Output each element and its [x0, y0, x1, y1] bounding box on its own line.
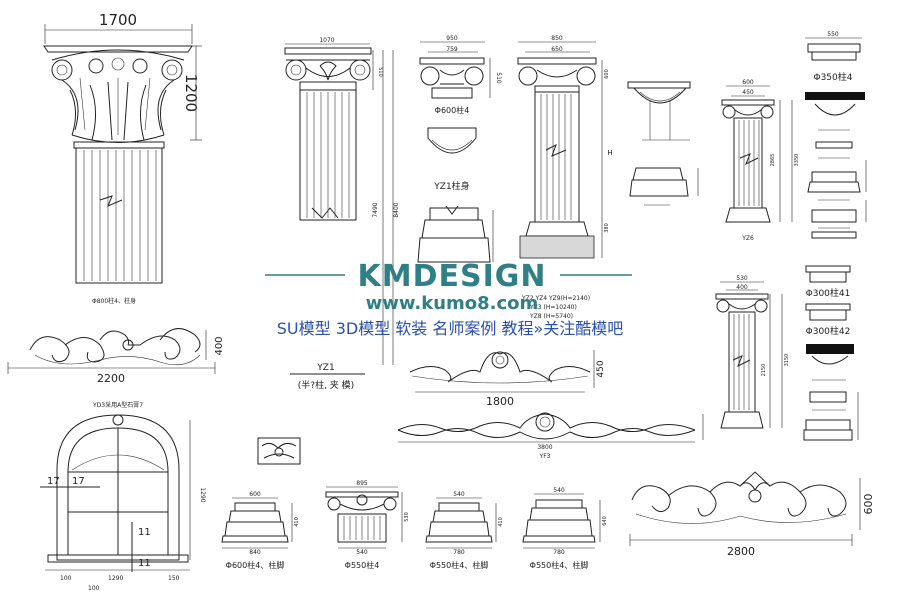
yz6-dim-450: 450 — [742, 89, 754, 96]
window-dim-11a: 11 — [138, 527, 151, 538]
window-dim-11b: 11 — [138, 558, 151, 569]
ionic-main-sublabel: (半?柱, 夹 模) — [298, 379, 354, 391]
corinthian-height-dim: 1200 — [182, 74, 200, 112]
cap600-dim-side: 510 — [495, 72, 502, 84]
ionic-column-main: 1070 510 7490 8400 YZ1 (半?柱, 夹 模) — [284, 37, 400, 391]
corinthian-column: 1700 1200 Φ800柱4、柱身 — [43, 11, 202, 305]
scroll-small-height-dim: 400 — [214, 336, 225, 355]
caps-300: Φ300柱41 Φ300柱42 — [803, 265, 859, 441]
scroll-small-width-dim: 2200 — [97, 372, 125, 385]
base2-label: Φ550柱4 — [345, 560, 380, 570]
column-right-lower: 530 400 2150 3150 — [715, 275, 790, 429]
scroll-large-width-dim: 2800 — [727, 545, 755, 558]
window-label: YD3采用A型石膏7 — [92, 401, 143, 409]
right-lower-dim-2150: 2150 — [761, 364, 767, 377]
cap600-label-2: YZ1柱身 — [433, 180, 469, 192]
base1-label: Φ600柱4、柱脚 — [226, 560, 285, 570]
caps-label-2: Φ300柱42 — [806, 325, 851, 337]
window-dim-b4: 100 — [88, 585, 100, 592]
frieze-width-dim: 3800 — [537, 444, 552, 451]
base2-top-dim: 895 — [356, 480, 368, 487]
window-dim-b1: 100 — [60, 575, 72, 582]
base-2: 895 530 540 Φ550柱4 — [325, 480, 410, 570]
cornice-details — [627, 81, 699, 206]
base3-side-dim: 410 — [498, 517, 504, 527]
right-top-label: Φ350柱4 — [814, 71, 853, 83]
base3-bottom-dim: 780 — [453, 549, 465, 556]
ionic-main-dim-510: 510 — [377, 67, 383, 77]
base-4: 540 640 780 Φ550柱4、柱脚 — [522, 487, 608, 570]
base-3: 540 410 780 Φ550柱4、柱脚 — [425, 491, 504, 570]
corinthian-label: Φ800柱4、柱身 — [92, 297, 136, 305]
base4-top-dim: 540 — [553, 487, 565, 494]
base4-bottom-dim: 780 — [553, 549, 565, 556]
yz6-dim-600: 600 — [742, 79, 754, 86]
watermark-url: www.kumo8.com — [366, 293, 539, 314]
yz2-dim-380: 380 — [604, 223, 610, 233]
ionic-main-width-dim: 1070 — [319, 37, 334, 44]
base1-top-dim: 600 — [249, 491, 261, 498]
frieze-label: YF3 — [539, 453, 551, 460]
yz6-dim-2865: 2865 — [770, 154, 776, 167]
scroll-ornament-large: 2800 600 — [629, 471, 875, 558]
yz2-dim-850: 850 — [551, 35, 563, 42]
scroll-mid-height-dim: 450 — [596, 360, 606, 377]
base1-bottom-dim: 840 — [249, 549, 261, 556]
scroll-ornament-mid: 1800 450 — [409, 350, 606, 408]
scroll-ornament-small: 400 2200 — [7, 328, 225, 385]
ionic-main-dim-7490: 7490 — [372, 202, 379, 217]
window-side-dim: 1290 — [199, 487, 206, 502]
yz6-dim-3350: 3350 — [794, 154, 800, 167]
window-dim-17b: 17 — [72, 476, 85, 487]
base2-bottom-dim: 540 — [356, 549, 368, 556]
yz6-label: YZ6 — [741, 235, 754, 242]
base2-side-dim: 530 — [404, 512, 410, 522]
yz2-label-1: YZ2 YZ4 YZ9(H=2140) — [521, 295, 590, 302]
cap600-label: Φ600柱4 — [435, 105, 470, 115]
watermark-slogan: SU模型 3D模型 软装 名师案例 教程»关注酷模吧 — [277, 319, 624, 338]
ionic-column-yz2: 850 650 600 H 380 YZ2 YZ4 YZ9(H=2140) YZ… — [517, 35, 613, 320]
right-lower-dim-400: 400 — [736, 284, 748, 291]
cap600-dim-950: 950 — [446, 35, 458, 42]
base4-side-dim: 640 — [602, 516, 608, 526]
right-lower-dim-530: 530 — [736, 275, 748, 282]
right-top-dim: 550 — [827, 31, 839, 38]
base3-label: Φ550柱4、柱脚 — [430, 560, 489, 570]
yz2-dim-h: H — [607, 149, 612, 157]
watermark-brand: KMDESIGN — [358, 259, 547, 294]
window-dim-b3: 150 — [168, 575, 180, 582]
yz2-label-2: YZ3 (H=10240) — [529, 304, 577, 311]
column-right-pieces: 550 Φ350柱4 — [805, 31, 867, 239]
scroll-mid-width-dim: 1800 — [486, 395, 514, 408]
base1-side-dim: 410 — [294, 517, 300, 527]
yz2-label-3: YZ8 (H=5740) — [529, 313, 573, 320]
frieze-ornament: 3800 YF3 — [397, 412, 704, 460]
yz2-dim-650: 650 — [551, 46, 563, 53]
yz2-dim-600: 600 — [604, 69, 610, 79]
scroll-large-height-dim: 600 — [862, 494, 875, 515]
window-dim-b2: 1290 — [108, 575, 123, 582]
base-1: 600 410 840 Φ600柱4、柱脚 — [221, 491, 300, 570]
ionic-main-label: YZ1 — [316, 363, 334, 373]
cap-600-details: 950 759 510 Φ600柱4 YZ1柱身 — [417, 35, 502, 263]
caps-label-1: Φ300柱41 — [806, 287, 851, 299]
corinthian-width-dim: 1700 — [99, 11, 137, 29]
small-ornament-block — [257, 437, 301, 465]
column-yz6: 600 450 YZ6 2865 3350 — [721, 79, 800, 242]
right-lower-dim-3150: 3150 — [784, 354, 790, 367]
arched-window: YD3采用A型石膏7 17 17 11 11 1290 100 1290 150… — [40, 401, 206, 592]
base3-top-dim: 540 — [453, 491, 465, 498]
window-dim-17a: 17 — [47, 476, 60, 487]
base4-label: Φ550柱4、柱脚 — [530, 560, 589, 570]
cap600-dim-759: 759 — [446, 46, 458, 53]
ionic-main-dim-8400: 8400 — [393, 202, 400, 217]
watermark: KMDESIGN www.kumo8.com SU模型 3D模型 软装 名师案例… — [265, 259, 632, 338]
